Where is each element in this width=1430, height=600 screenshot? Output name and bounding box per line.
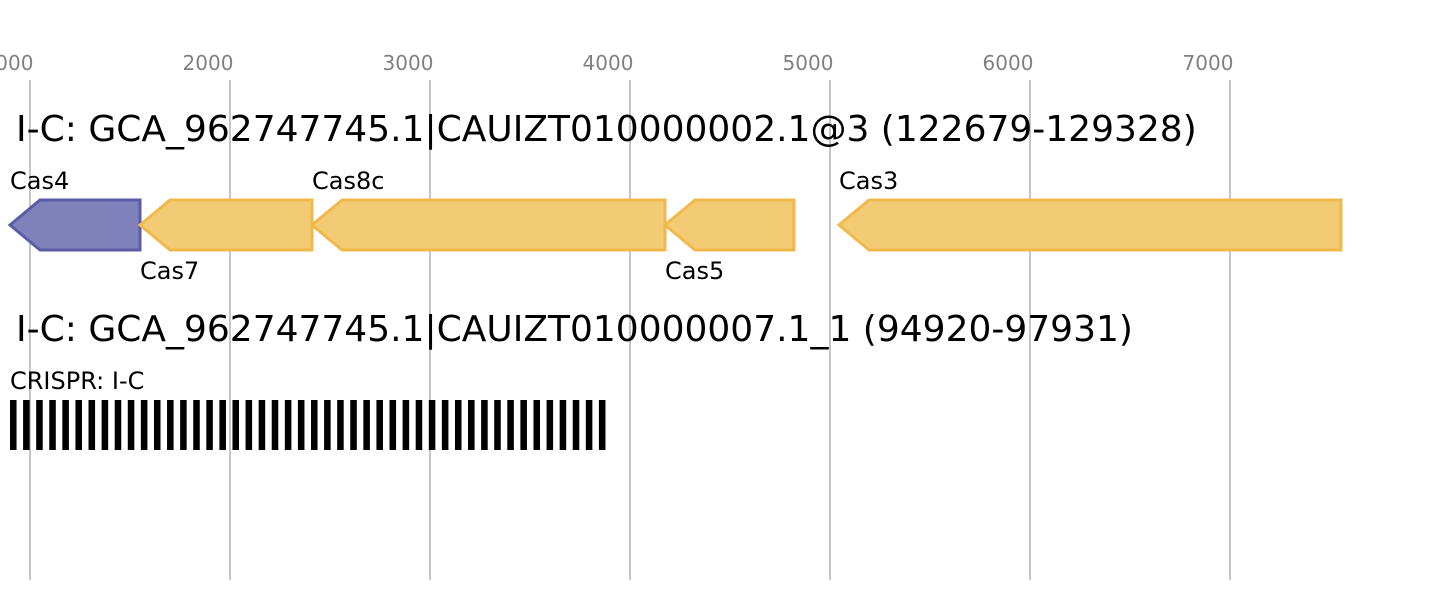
crispr-repeat [284, 400, 292, 450]
axis-grid [29, 80, 1231, 580]
tick-label: 2000 [183, 51, 234, 75]
locus-1-title: I-C: GCA_962747745.1|CAUIZT010000002.1@3… [16, 109, 1197, 150]
crispr-repeat [324, 400, 331, 450]
crispr-repeat [494, 400, 501, 450]
locus-2-title: I-C: GCA_962747745.1|CAUIZT010000007.1_1… [16, 309, 1133, 350]
crispr-repeat [140, 400, 148, 450]
tick-label: 6000 [983, 51, 1034, 75]
gene-label-cas3: Cas3 [839, 167, 898, 195]
crispr-repeat [533, 400, 541, 450]
crispr-repeat [520, 400, 527, 450]
gene-label-cas4: Cas4 [10, 167, 69, 195]
gene-label-cas7: Cas7 [140, 257, 199, 285]
crispr-repeat [598, 400, 606, 450]
crispr-repeat [585, 400, 593, 450]
crispr-repeat [271, 400, 279, 450]
crispr-repeat [559, 400, 567, 450]
crispr-repeat [546, 400, 554, 450]
crispr-repeat [376, 400, 383, 450]
crispr-repeat [10, 400, 17, 450]
crispr-repeat [36, 400, 43, 450]
crispr-repeat [311, 400, 318, 450]
crispr-repeat [481, 400, 488, 450]
crispr-repeat [415, 400, 423, 450]
crispr-repeat [337, 400, 344, 450]
crispr-repeat [363, 400, 370, 450]
crispr-repeat [153, 400, 161, 450]
tick-label: 5000 [783, 51, 834, 75]
gene-arrow-cas3 [836, 198, 1343, 252]
crispr-repeat [389, 400, 397, 450]
crispr-repeat [428, 400, 436, 450]
crispr-array-label: CRISPR: I-C [10, 367, 144, 395]
crispr-repeat [75, 400, 82, 450]
crispr-repeat [297, 400, 305, 450]
crispr-repeat [454, 400, 462, 450]
gene-label-cas8c: Cas8c [312, 167, 384, 195]
tick-label: 7000 [1183, 51, 1234, 75]
gene-label-cas5: Cas5 [665, 257, 724, 285]
crispr-repeat [180, 400, 187, 450]
tick-label: 4000 [583, 51, 634, 75]
tick-label: 1000 [0, 51, 33, 75]
crispr-repeat [206, 400, 213, 450]
tick-label: 3000 [383, 51, 434, 75]
crispr-repeat [402, 400, 410, 450]
crispr-repeat [127, 400, 135, 450]
crispr-repeat [258, 400, 266, 450]
axis-ticks: 1000 2000 3000 4000 5000 6000 7000 [0, 51, 1233, 75]
crispr-repeat [49, 400, 56, 450]
crispr-repeat [23, 400, 30, 450]
gene-arrow-cas4 [7, 198, 142, 252]
crispr-repeat [572, 400, 580, 450]
crispr-repeat [441, 400, 449, 450]
crispr-repeat [101, 400, 109, 450]
crispr-repeat [219, 400, 226, 450]
gene-arrow-cas7 [137, 198, 314, 252]
crispr-repeat [88, 400, 96, 450]
crispr-repeat [507, 400, 514, 450]
gene-arrow-cas8c [309, 198, 667, 252]
crispr-repeat [232, 400, 240, 450]
crispr-repeat [468, 400, 475, 450]
crispr-array [10, 400, 606, 450]
crispr-repeat [350, 400, 357, 450]
crispr-repeat [193, 400, 200, 450]
crispr-repeat [62, 400, 69, 450]
crispr-repeat [114, 400, 122, 450]
gene-arrow-cas5 [662, 198, 796, 252]
crispr-repeat [245, 400, 253, 450]
crispr-repeat [167, 400, 174, 450]
